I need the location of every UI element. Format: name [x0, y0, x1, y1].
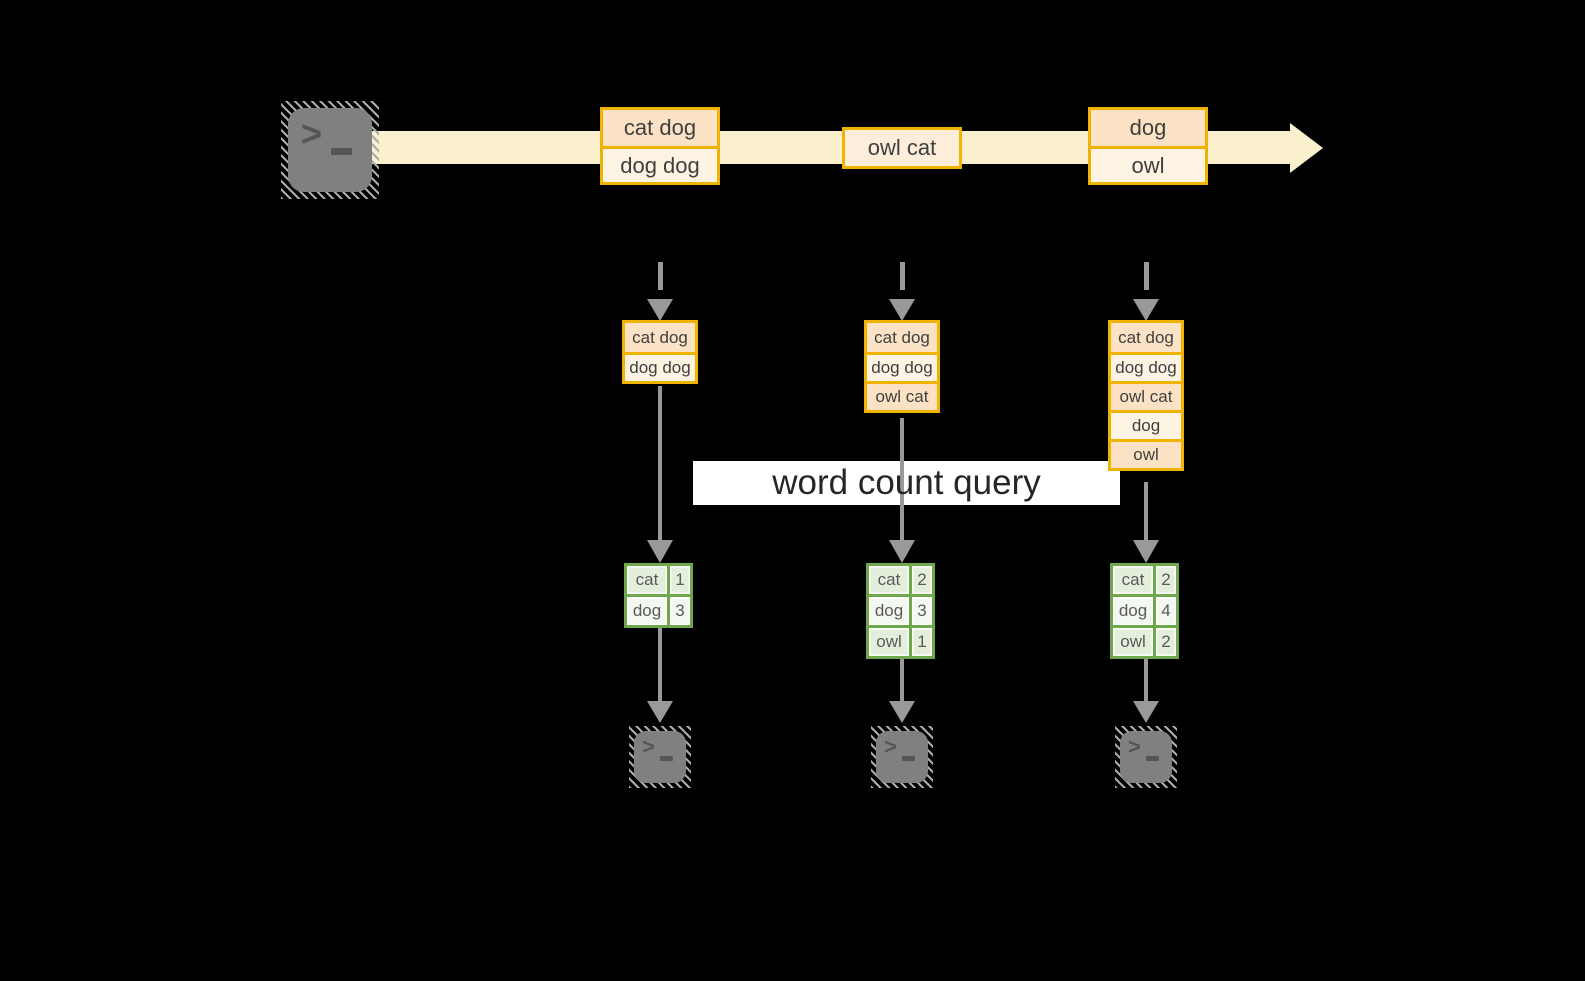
dashed-arrow-head [1133, 299, 1159, 321]
buffer-row: dog dog [867, 352, 937, 381]
buffer-row: dog [1111, 410, 1181, 439]
terminal-prompt-chevron-icon: > [1128, 734, 1141, 759]
output-arrow-head [647, 701, 673, 723]
stream-event-text: owl cat [845, 130, 959, 166]
count-cell: 3 [909, 597, 932, 625]
stream-event-box-3: dog owl [1088, 107, 1208, 185]
count-cell: 4 [1153, 597, 1176, 625]
word-cell: owl [1113, 628, 1153, 656]
query-arrow-head [889, 540, 915, 563]
dashed-arrow-shaft [1144, 262, 1149, 299]
output-terminal-icon-3: > [1115, 726, 1177, 788]
count-table-2: cat 2 dog 3 owl 1 [866, 563, 935, 659]
terminal-body: > [876, 731, 928, 783]
stream-event-box-1: cat dog dog dog [600, 107, 720, 185]
event-buffer-1: cat dog dog dog [622, 320, 698, 384]
event-buffer-2: cat dog dog dog owl cat [864, 320, 940, 413]
source-terminal-icon: > [281, 101, 379, 199]
count-cell: 2 [1153, 628, 1176, 656]
table-row: owl 1 [869, 625, 932, 656]
word-cell: dog [1113, 597, 1153, 625]
count-cell: 2 [1153, 566, 1176, 594]
buffer-row: owl cat [1111, 381, 1181, 410]
buffer-row: cat dog [867, 323, 937, 352]
dashed-arrow-head [647, 299, 673, 321]
count-table-3: cat 2 dog 4 owl 2 [1110, 563, 1179, 659]
dashed-arrow-shaft [658, 262, 663, 299]
buffer-row: cat dog [625, 323, 695, 352]
table-row: owl 2 [1113, 625, 1176, 656]
query-arrow-shaft [900, 418, 904, 541]
terminal-prompt-underscore-icon [1146, 756, 1159, 761]
count-table-1: cat 1 dog 3 [624, 563, 693, 628]
query-band [693, 461, 1120, 505]
dashed-arrow-shaft [900, 262, 905, 299]
table-row: cat 2 [869, 566, 932, 594]
output-arrow-head [1133, 701, 1159, 723]
output-arrow-shaft [1144, 659, 1148, 702]
output-arrow-shaft [900, 659, 904, 702]
terminal-body: > [1120, 731, 1172, 783]
count-cell: 1 [667, 566, 690, 594]
buffer-row: dog dog [1111, 352, 1181, 381]
table-row: dog 3 [869, 594, 932, 625]
table-row: cat 2 [1113, 566, 1176, 594]
output-arrow-shaft [658, 628, 662, 702]
count-cell: 2 [909, 566, 932, 594]
terminal-prompt-chevron-icon: > [301, 113, 323, 154]
terminal-prompt-underscore-icon [331, 148, 352, 155]
table-row: dog 3 [627, 594, 690, 625]
count-cell: 1 [909, 628, 932, 656]
query-label: word count query [772, 463, 1041, 502]
query-arrow-head [1133, 540, 1159, 563]
table-row: cat 1 [627, 566, 690, 594]
stream-event-text: cat dog [603, 110, 717, 146]
output-arrow-head [889, 701, 915, 723]
event-buffer-3: cat dog dog dog owl cat dog owl [1108, 320, 1184, 471]
word-cell: owl [869, 628, 909, 656]
buffer-row: owl [1111, 439, 1181, 468]
stream-event-text: owl [1091, 146, 1205, 182]
word-cell: cat [627, 566, 667, 594]
word-cell: dog [869, 597, 909, 625]
stream-event-box-2: owl cat [842, 127, 962, 169]
stream-arrow-head [1290, 123, 1323, 173]
terminal-prompt-underscore-icon [902, 756, 915, 761]
output-terminal-icon-2: > [871, 726, 933, 788]
buffer-row: owl cat [867, 381, 937, 410]
table-row: dog 4 [1113, 594, 1176, 625]
terminal-prompt-chevron-icon: > [884, 734, 897, 759]
stream-event-text: dog [1091, 110, 1205, 146]
buffer-row: cat dog [1111, 323, 1181, 352]
word-cell: dog [627, 597, 667, 625]
word-cell: cat [869, 566, 909, 594]
terminal-prompt-underscore-icon [660, 756, 673, 761]
output-terminal-icon-1: > [629, 726, 691, 788]
query-arrow-shaft [1144, 482, 1148, 541]
word-cell: cat [1113, 566, 1153, 594]
query-arrow-head [647, 540, 673, 563]
dashed-arrow-head [889, 299, 915, 321]
terminal-prompt-chevron-icon: > [642, 734, 655, 759]
terminal-body: > [288, 108, 372, 192]
stream-event-text: dog dog [603, 146, 717, 182]
count-cell: 3 [667, 597, 690, 625]
buffer-row: dog dog [625, 352, 695, 381]
terminal-body: > [634, 731, 686, 783]
query-arrow-shaft [658, 386, 662, 541]
